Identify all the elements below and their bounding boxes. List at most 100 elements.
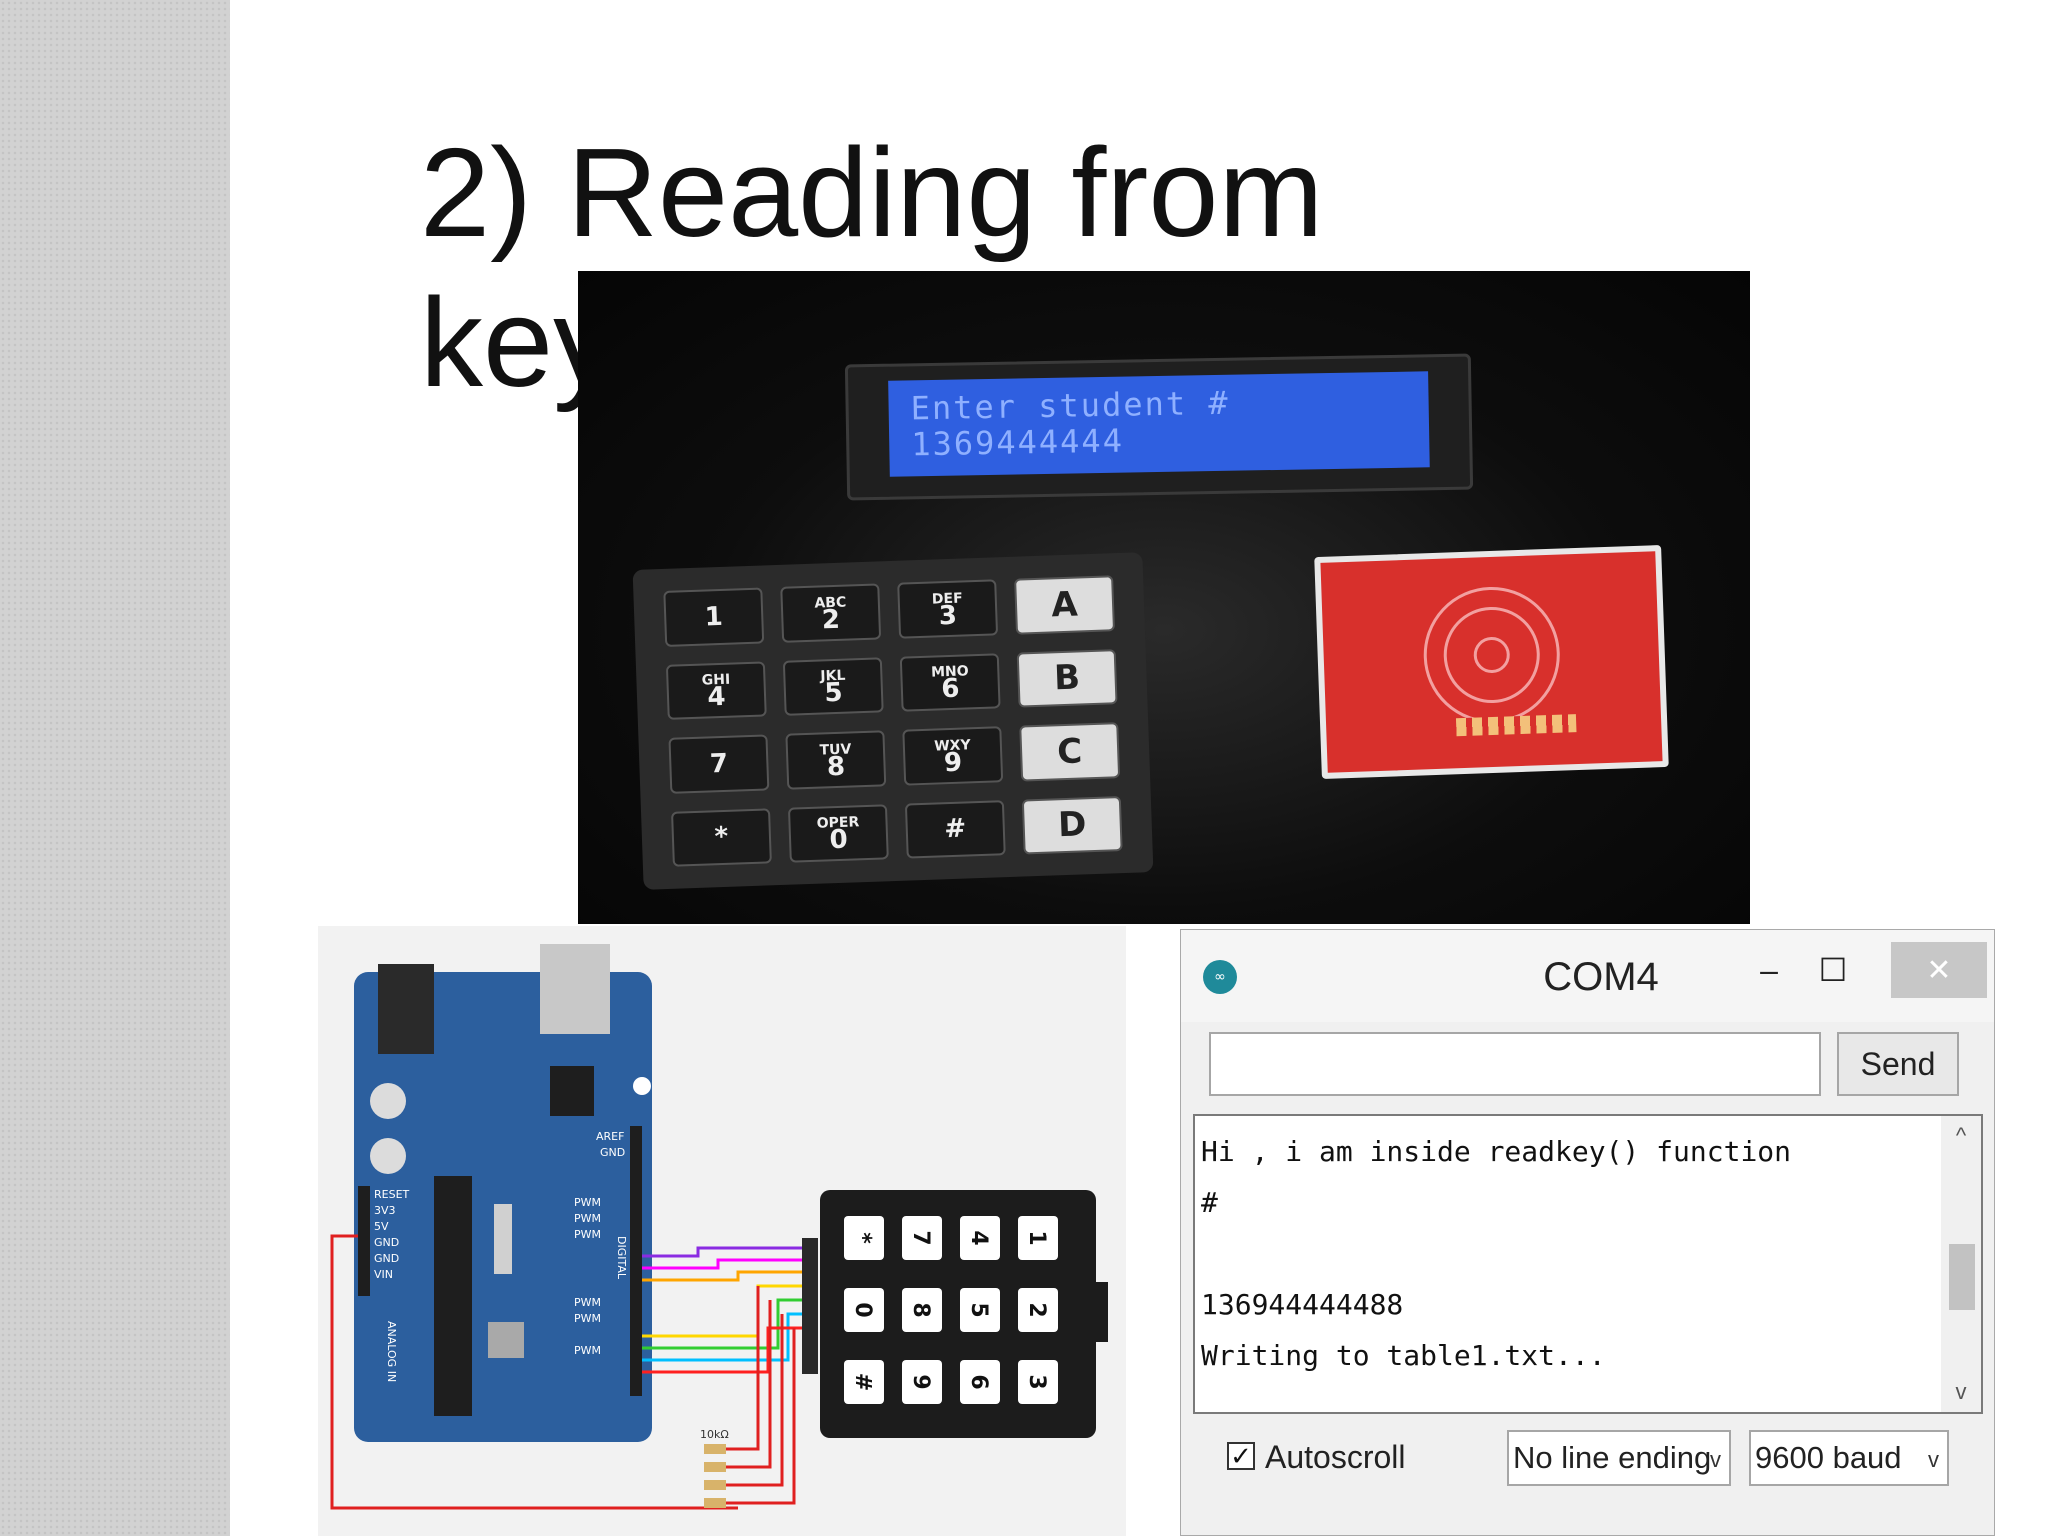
keypad-key-label: * (850, 1232, 875, 1244)
baud-rate-select[interactable]: 9600 baud v (1749, 1430, 1949, 1486)
vertical-scrollbar[interactable]: ^ v (1941, 1116, 1981, 1412)
keypad-key: # (904, 799, 1006, 859)
keypad-key-label: 6 (966, 1374, 991, 1389)
serial-send-input[interactable] (1209, 1032, 1821, 1096)
keypad-key (902, 1288, 942, 1332)
keypad-key-main: D (1057, 804, 1088, 846)
slide-title-line1: 2) Reading from (420, 122, 1324, 263)
output-lines: Hi , i am inside readkey() function # 13… (1201, 1126, 1931, 1381)
pulldown-wire (726, 1314, 784, 1487)
resistor-bank: 10kΩ (700, 1428, 729, 1508)
resistor-label: 10kΩ (700, 1428, 729, 1441)
pin-label-pwm: PWM (574, 1312, 601, 1325)
resistor (704, 1444, 726, 1454)
keypad-key: * (671, 807, 772, 867)
keypad-key (1018, 1360, 1058, 1404)
keypad-key-label: # (850, 1373, 875, 1391)
lcd-screen: Enter student # 1369444444 (888, 371, 1430, 477)
keypad-key (844, 1216, 884, 1260)
line-ending-value: No line ending (1513, 1440, 1712, 1475)
wire (642, 1270, 802, 1282)
pin-label-pwm: PWM (574, 1196, 601, 1209)
keypad-key-label: 9 (908, 1374, 933, 1389)
serial-output[interactable]: Hi , i am inside readkey() function # 13… (1193, 1114, 1983, 1414)
keypad-key-main: 7 (709, 748, 729, 780)
power-jack (378, 964, 434, 1054)
keypad-key: 1 (663, 587, 765, 647)
keypad-key (960, 1216, 1000, 1260)
line-ending-select[interactable]: No line ending v (1507, 1430, 1731, 1486)
pulldown-wire (726, 1286, 760, 1451)
digital-label: DIGITAL (615, 1236, 628, 1280)
title-bar[interactable]: ∞ COM4 – ☐ ✕ (1181, 930, 1994, 1022)
autoscroll-checkbox[interactable]: ✓ (1227, 1442, 1255, 1470)
keypad-key (1018, 1288, 1058, 1332)
pin-label-pwm: PWM (574, 1228, 601, 1241)
right-header (630, 1126, 642, 1396)
scroll-thumb[interactable] (1949, 1244, 1975, 1310)
keypad-key (902, 1360, 942, 1404)
keypad-key (1018, 1216, 1058, 1260)
keypad-key-main: 2 (821, 604, 841, 636)
lcd-display: Enter student # 1369444444 (844, 353, 1474, 501)
pin-label-5v: 5V (374, 1220, 389, 1233)
keypad-key (844, 1360, 884, 1404)
serial-monitor-window: ∞ COM4 – ☐ ✕ Send Hi , i am inside readk… (1180, 929, 1995, 1536)
keypad-key (960, 1288, 1000, 1332)
baud-rate-value: 9600 baud (1755, 1440, 1902, 1475)
keypad-key-main: B (1053, 657, 1081, 699)
keypad-key-label: 5 (966, 1302, 991, 1317)
secondary-chip (550, 1066, 594, 1116)
keypad-key-main: A (1050, 584, 1079, 626)
left-header (358, 1186, 370, 1296)
usb-port (540, 944, 610, 1034)
keypad-key-main: 8 (826, 751, 846, 783)
output-line: Writing to table1.txt... (1201, 1339, 1606, 1372)
pin-label-pwm: PWM (574, 1296, 601, 1309)
pin-label-gnd-right: GND (600, 1146, 625, 1159)
wire (642, 1326, 802, 1374)
pin-label-reset: RESET (374, 1188, 410, 1201)
keypad-key: B (1016, 648, 1118, 708)
output-line: 136944444488 (1201, 1288, 1404, 1321)
keypad-key-label: 0 (850, 1302, 875, 1317)
maximize-button[interactable]: ☐ (1818, 952, 1848, 988)
chevron-down-icon: v (1710, 1447, 1721, 1472)
pin-label-vin: VIN (374, 1268, 393, 1281)
keypad-key-label: 8 (908, 1302, 933, 1317)
wires (330, 1234, 802, 1510)
wire (330, 1234, 738, 1510)
wire (642, 1258, 802, 1270)
circuit-diagram: RESET 3V3 5V GND GND VIN AREF GND PWM PW… (318, 926, 1126, 1536)
mounting-hole (633, 1077, 651, 1095)
keypad-key: A (1014, 575, 1115, 635)
send-button[interactable]: Send (1837, 1032, 1959, 1096)
keypad-key-main: 3 (938, 600, 958, 632)
keypad-tab (1088, 1282, 1108, 1342)
keypad-key (844, 1288, 884, 1332)
resistor (704, 1498, 726, 1508)
pin-label-pwm: PWM (574, 1212, 601, 1225)
crystal (494, 1204, 512, 1274)
minimize-button[interactable]: – (1760, 951, 1778, 988)
autoscroll-label: Autoscroll (1265, 1439, 1406, 1475)
chevron-up-icon[interactable]: ^ (1955, 1123, 1967, 1148)
output-line: # (1201, 1186, 1218, 1219)
chevron-down-icon[interactable]: v (1955, 1379, 1967, 1404)
keypad-key-main: # (943, 813, 967, 845)
close-button[interactable]: ✕ (1891, 942, 1987, 998)
rfid-reader (1314, 545, 1669, 779)
pulldown-wire (726, 1328, 796, 1505)
pulldown-wire (726, 1300, 772, 1469)
keypad-key-label: 3 (1024, 1374, 1049, 1389)
pin-label-gnd: GND (374, 1236, 399, 1249)
keypad-key-main: C (1056, 731, 1083, 773)
